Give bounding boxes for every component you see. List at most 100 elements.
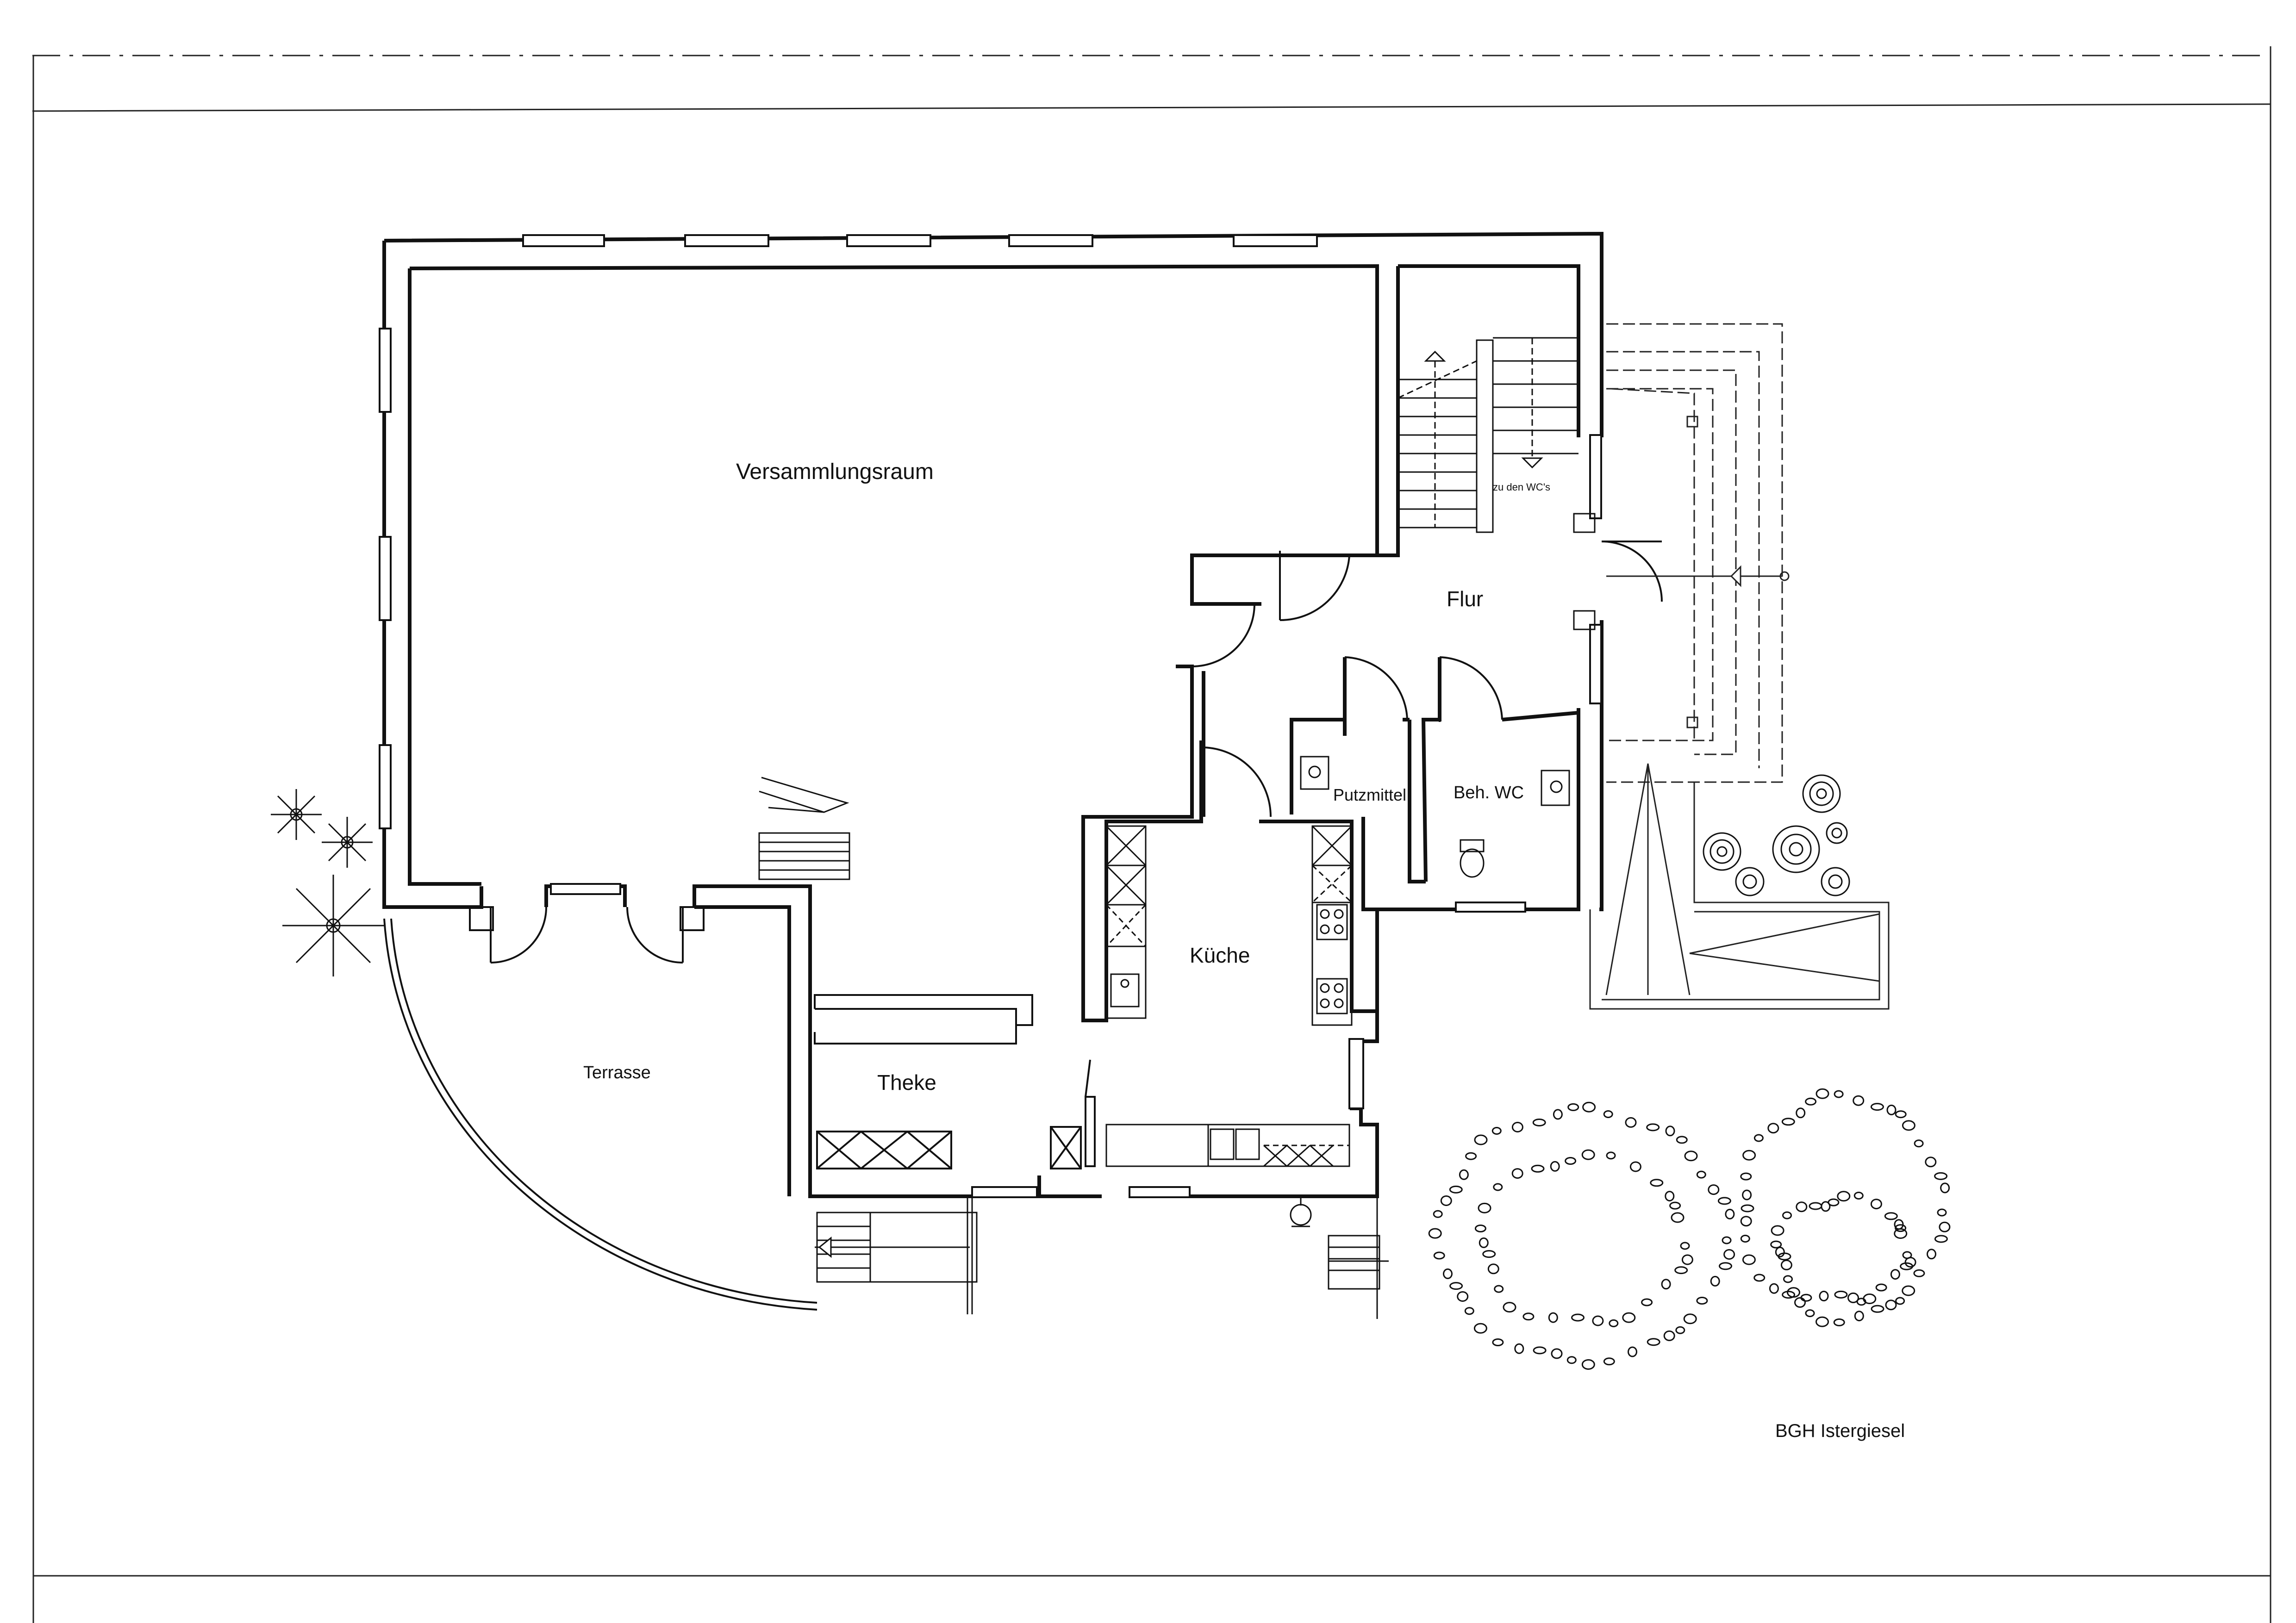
stepping-stone: [1742, 1150, 1756, 1161]
stepping-stone: [1550, 1161, 1560, 1172]
stepping-stone: [1847, 1292, 1859, 1303]
stepping-stone: [1753, 1134, 1764, 1142]
stepping-stone: [1875, 1283, 1887, 1292]
stepping-stone: [1661, 1279, 1671, 1290]
stepping-stone: [1904, 1256, 1916, 1268]
stepping-stone: [1565, 1157, 1577, 1165]
stepping-stone: [1581, 1359, 1595, 1370]
stepping-stone: [1886, 1104, 1897, 1115]
stepping-stone: [1482, 1250, 1496, 1258]
stepping-stone: [1494, 1285, 1504, 1293]
stepping-stone: [1433, 1210, 1443, 1218]
stepping-stone: [1796, 1201, 1808, 1213]
stepping-stones: [1428, 1088, 1951, 1370]
stepping-stone: [1625, 1117, 1637, 1128]
stepping-stone: [1937, 1208, 1947, 1217]
stepping-stone: [1894, 1228, 1908, 1239]
stepping-stone: [1511, 1168, 1523, 1179]
stepping-stone: [1696, 1297, 1708, 1305]
chair-stack: [758, 777, 850, 880]
stepping-stone: [1582, 1101, 1596, 1113]
ramp-platform: [1589, 763, 1890, 1010]
shrub-symbols: [271, 789, 384, 976]
windows: [379, 234, 1602, 1198]
stepping-stone: [1742, 1189, 1752, 1200]
stepping-stone: [1770, 1240, 1782, 1249]
sheet-frame: [32, 46, 2271, 1623]
stepping-stone: [1629, 1161, 1641, 1172]
stepping-stone: [1478, 1202, 1491, 1213]
stepping-stone: [1676, 1136, 1688, 1144]
stepping-stone: [1902, 1120, 1915, 1131]
stepping-stone: [1722, 1236, 1732, 1244]
stepping-stone: [1487, 1263, 1499, 1275]
stepping-stone: [1927, 1249, 1936, 1260]
stepping-stone: [1753, 1274, 1766, 1282]
stepping-stone: [1603, 1110, 1613, 1118]
stepping-stone: [1492, 1338, 1504, 1346]
stepping-stone: [1809, 1202, 1822, 1210]
stepping-stone: [1725, 1208, 1735, 1219]
stepping-stone: [1581, 1149, 1595, 1160]
stepping-stone: [1641, 1298, 1653, 1306]
stepping-stone: [1465, 1152, 1477, 1160]
stepping-stone: [1603, 1357, 1615, 1366]
stepping-stone: [1885, 1300, 1897, 1311]
stepping-stone: [1870, 1199, 1882, 1210]
stepping-stone: [1767, 1123, 1779, 1134]
stepping-stone: [1681, 1254, 1693, 1265]
stepping-stone: [1902, 1285, 1915, 1296]
label-wc-hint: zu den WC's: [1493, 481, 1550, 493]
stepping-stone: [1473, 1323, 1487, 1334]
stepping-stone: [1592, 1315, 1604, 1326]
stepping-stone: [1433, 1251, 1445, 1260]
stepping-stone: [1870, 1103, 1884, 1111]
stepping-stone: [1913, 1269, 1925, 1277]
exterior-steps: [815, 1196, 1389, 1319]
exterior-walls: [382, 231, 1603, 1198]
drawing-title: BGH Istergiesel: [1775, 1421, 1905, 1441]
stepping-stone: [1821, 1201, 1831, 1212]
stepping-stone: [1493, 1183, 1503, 1191]
stepping-stone: [1853, 1095, 1865, 1106]
stepping-stone: [1553, 1109, 1563, 1120]
stepping-stone: [1740, 1172, 1752, 1181]
room-labels: Versammlungsraum Flur zu den WC's Putzmi…: [583, 460, 1550, 1094]
stepping-stone: [1566, 1356, 1577, 1364]
stepping-stone: [1459, 1169, 1469, 1180]
stair-to-wc: [1398, 337, 1596, 630]
label-flur: Flur: [1447, 587, 1483, 611]
stepping-stone: [1939, 1221, 1951, 1232]
label-beh-wc: Beh. WC: [1454, 783, 1524, 802]
stepping-stone: [1671, 1212, 1685, 1223]
stepping-stone: [1828, 1198, 1840, 1206]
stepping-stone: [1532, 1119, 1546, 1126]
sanitary-fixtures: [1300, 756, 1570, 878]
stepping-stone: [1805, 1309, 1815, 1318]
stepping-stone: [1464, 1307, 1474, 1315]
stepping-stone: [1665, 1191, 1675, 1202]
stepping-stone: [1834, 1090, 1844, 1098]
stepping-stone: [1853, 1192, 1864, 1200]
stepping-stone: [1650, 1179, 1664, 1187]
stepping-stone: [1900, 1262, 1914, 1270]
stepping-stone: [1449, 1185, 1463, 1194]
stepping-stone: [1837, 1191, 1851, 1202]
stepping-stone: [1925, 1157, 1937, 1168]
stepping-stone: [1474, 1225, 1486, 1232]
stepping-stone: [1854, 1311, 1864, 1322]
stepping-stone: [1683, 1313, 1697, 1325]
stepping-stone: [1663, 1330, 1675, 1341]
stepping-stone: [1669, 1201, 1681, 1210]
stepping-stone: [1606, 1151, 1616, 1160]
stepping-stone: [1914, 1139, 1924, 1148]
stepping-stone: [1511, 1122, 1523, 1132]
stepping-stone: [1551, 1348, 1563, 1359]
stepping-stone: [1787, 1287, 1800, 1298]
stepping-stone: [1819, 1291, 1829, 1301]
stepping-stone: [1719, 1262, 1732, 1270]
label-theke: Theke: [877, 1070, 936, 1094]
stepping-stone: [1717, 1197, 1731, 1205]
stepping-stone: [1780, 1259, 1792, 1270]
stepping-stone: [1740, 1235, 1750, 1243]
